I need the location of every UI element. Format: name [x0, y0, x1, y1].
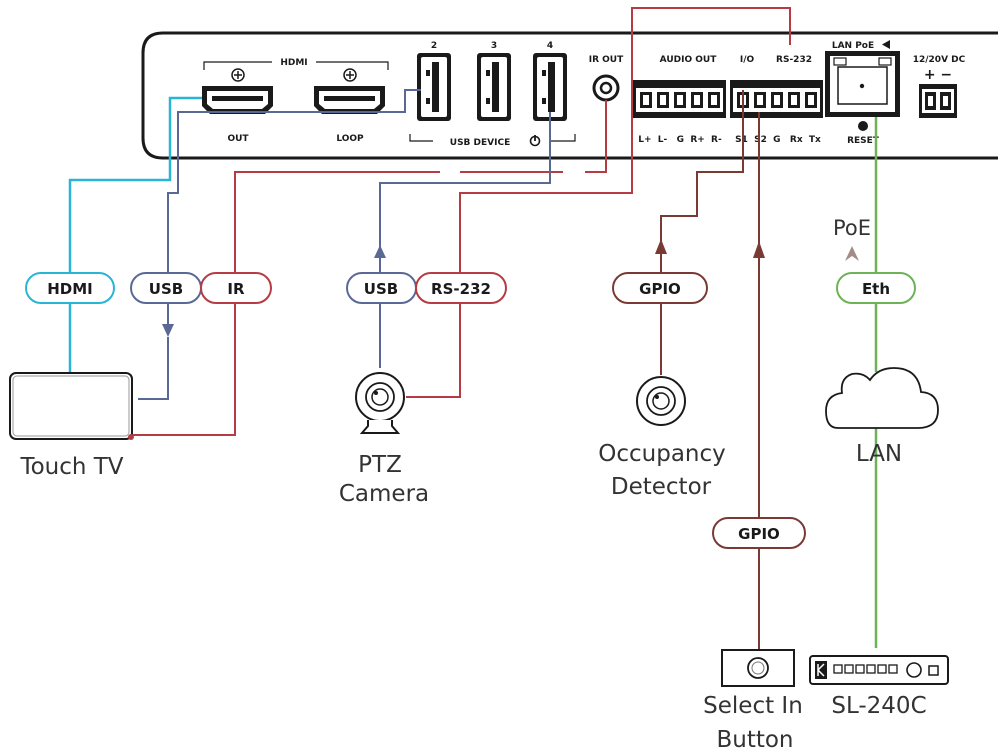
gpio-button-cable-label: GPIO — [738, 525, 780, 543]
rs232-cable-pill: RS-232 — [415, 272, 507, 304]
eth-cable-pill: Eth — [836, 272, 916, 304]
lan-poe-label: LAN PoE — [832, 41, 874, 51]
hdmi-loop-port[interactable] — [314, 68, 385, 114]
rs232-cable-label: RS-232 — [431, 280, 491, 298]
lan-label: LAN — [856, 441, 902, 467]
reset-button[interactable] — [858, 121, 868, 131]
occupancy-label-line1: Occupancy — [598, 441, 726, 467]
ir-out-jack[interactable] — [592, 74, 620, 102]
usb-port-4-label: 4 — [547, 41, 553, 51]
usb-port-2-label: 2 — [431, 41, 437, 51]
io-pin-labels: S1 S2 G Rx Tx — [735, 135, 821, 145]
poe-label: PoE — [833, 216, 871, 240]
ptz-camera-device — [355, 372, 405, 434]
ir-cable-pill: IR — [200, 272, 272, 304]
power-icon — [529, 135, 541, 147]
sl240c-label: SL-240C — [831, 693, 926, 719]
select-button-label-line2: Button — [716, 727, 793, 753]
select-in-button-device — [721, 649, 795, 687]
ptz-camera-label-line2: Camera — [339, 481, 429, 507]
occupancy-label-line2: Detector — [611, 474, 712, 500]
audio-out-terminal[interactable] — [633, 80, 726, 118]
occupancy-detector-device — [636, 376, 686, 426]
usb-camera-cable-label: USB — [364, 280, 398, 298]
gpio-detector-cable — [660, 90, 744, 252]
usb-port-2[interactable] — [417, 53, 451, 121]
hdmi-cable — [68, 96, 202, 373]
hdmi-cable-label: HDMI — [47, 280, 93, 298]
dc-power-terminal[interactable] — [919, 84, 957, 118]
rs232-label: RS-232 — [776, 55, 812, 65]
hdmi-cable-pill: HDMI — [25, 272, 115, 304]
hdmi-out-label: OUT — [227, 134, 249, 144]
ir-cable-label: IR — [227, 280, 245, 298]
usb-port-4[interactable] — [533, 53, 567, 121]
gpio-button-cable-pill: GPIO — [712, 517, 806, 549]
usb-port-3[interactable] — [477, 53, 511, 121]
usb-camera-cable — [379, 112, 551, 258]
hdmi-out-port[interactable] — [202, 68, 273, 114]
usb-tv-cable-pill: USB — [130, 272, 202, 304]
audio-out-label: AUDIO OUT — [660, 55, 718, 65]
kramer-logo-icon — [815, 661, 827, 679]
reset-label: RESET — [847, 136, 880, 146]
usb-port-3-label: 3 — [491, 41, 497, 51]
audio-pin-labels: L+ L- G R+ R- — [638, 135, 722, 145]
io-label: I/O — [740, 55, 755, 65]
gpio-detector-cable-pill: GPIO — [612, 272, 708, 304]
ptz-camera-label-line1: PTZ — [358, 452, 402, 478]
lan-poe-port[interactable] — [825, 51, 900, 117]
lan-arrow-icon — [882, 40, 890, 49]
touch-tv-device — [9, 372, 134, 440]
ir-out-label: IR OUT — [589, 55, 624, 65]
lan-cloud-icon — [825, 367, 939, 429]
usb-camera-cable-pill: USB — [346, 272, 417, 304]
usb-device-label: USB DEVICE — [450, 138, 510, 148]
sl240c-device — [809, 655, 949, 685]
select-button-label-line1: Select In — [703, 693, 803, 719]
poe-arrow-icon — [845, 246, 859, 261]
hdmi-loop-label: LOOP — [336, 134, 364, 144]
usb-tv-cable — [167, 89, 421, 324]
dc-polarity-label: + − — [924, 67, 952, 83]
gpio-detector-cable-label: GPIO — [639, 280, 681, 298]
hdmi-group-label: HDMI — [280, 58, 307, 68]
rs232-cable — [406, 7, 791, 398]
dc-label: 12/20V DC — [913, 55, 966, 65]
touch-tv-label: Touch TV — [19, 454, 123, 480]
usb-tv-cable-label: USB — [149, 280, 183, 298]
device-rear-panel: HDMI OUT LOOP 2 3 4 — [141, 31, 998, 160]
eth-cable-label: Eth — [862, 280, 890, 298]
